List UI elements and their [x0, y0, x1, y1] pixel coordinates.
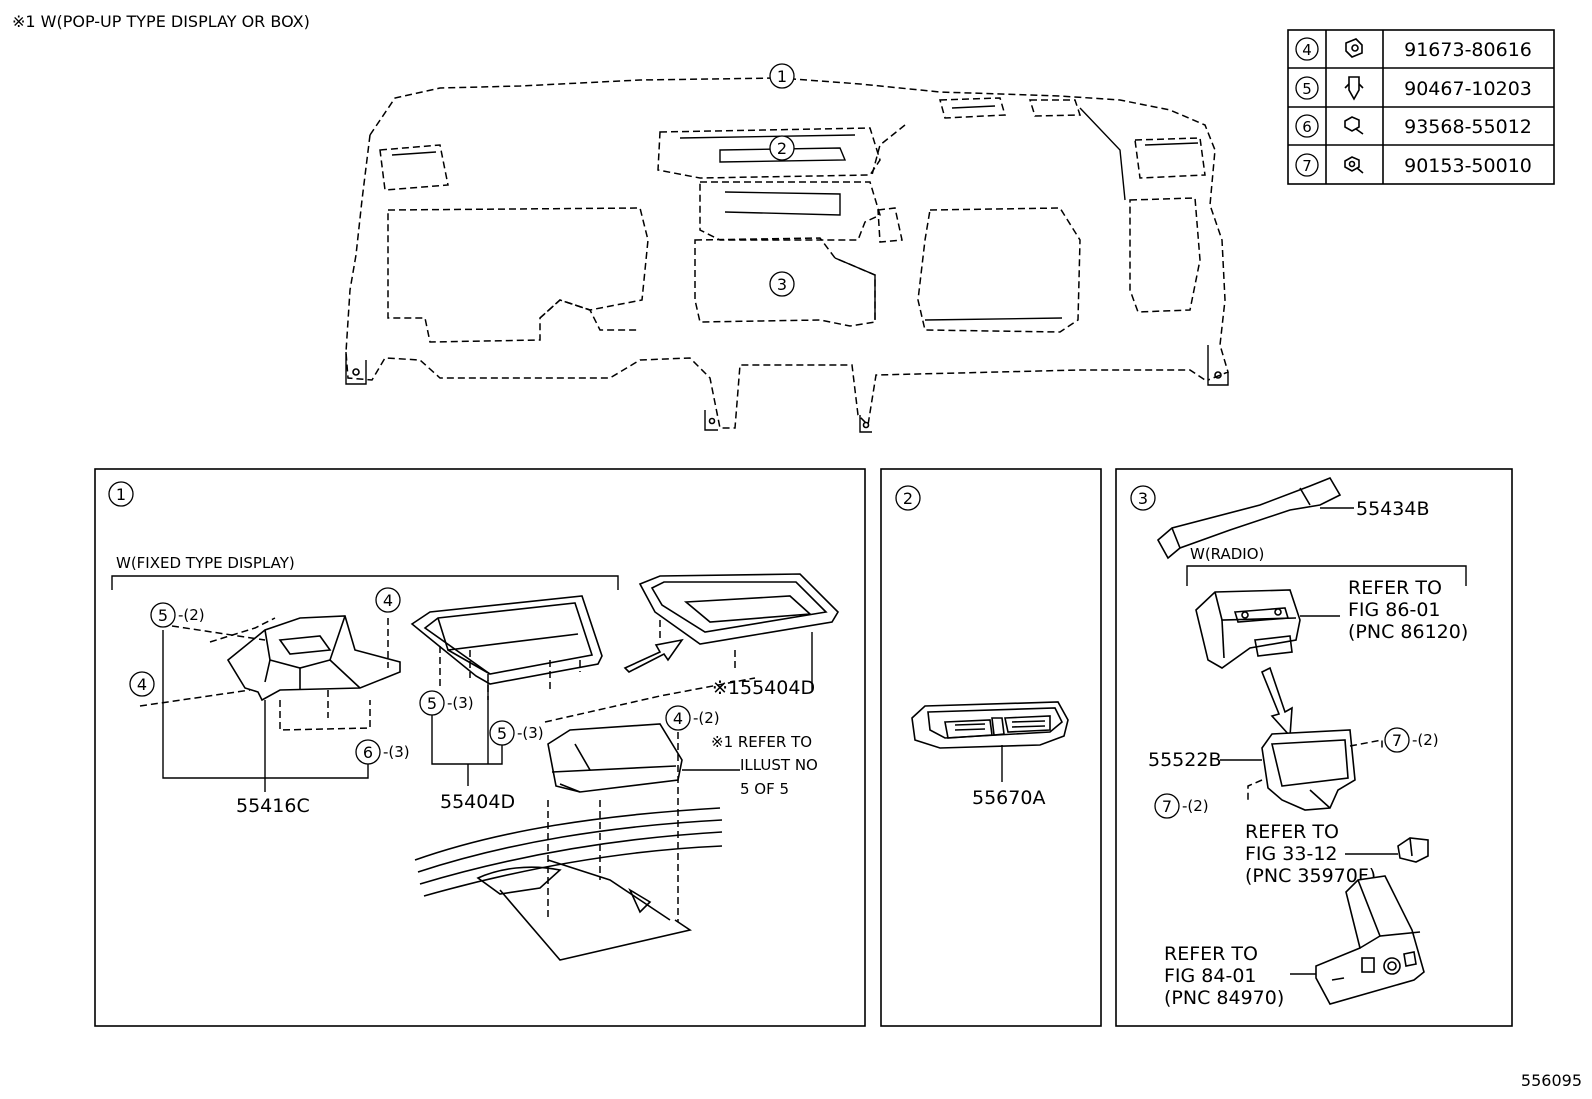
svg-text:4: 4: [383, 591, 393, 610]
svg-text:-(3): -(3): [517, 724, 544, 742]
svg-text:2: 2: [777, 139, 787, 158]
svg-text:-(2): -(2): [693, 709, 720, 727]
bracket-55416c: [226, 615, 401, 702]
fastener-row: 7 90153-50010: [1295, 153, 1532, 177]
callout-5: 5 -(2): [150, 602, 205, 628]
svg-text:-(3): -(3): [447, 694, 474, 712]
overview-callout: 1: [769, 63, 795, 89]
refer-fig-84-01: REFER TO: [1164, 943, 1258, 965]
svg-text:-(2): -(2): [1412, 731, 1439, 749]
trim-strip-55434b: [1156, 477, 1342, 560]
surround-55404d-popup: [638, 573, 840, 645]
part-55416c: 55416C: [236, 795, 310, 817]
refer-fig-86-01: (PNC 86120): [1348, 621, 1468, 643]
svg-text:5: 5: [1302, 80, 1312, 98]
surround-55404d: [410, 595, 603, 685]
dashboard-overview: [345, 77, 1229, 433]
svg-text:5: 5: [427, 694, 437, 713]
svg-text:-(2): -(2): [178, 606, 205, 624]
fastener-row: 6 93568-55012: [1295, 114, 1532, 138]
refer-illust-note: 5 OF 5: [740, 780, 789, 798]
popup-type-note: ※1 W(POP-UP TYPE DISPLAY OR BOX): [12, 12, 310, 31]
callout-6: 6 -(3): [355, 739, 410, 765]
console-panel: [1315, 875, 1425, 1005]
screw-icon: [1344, 116, 1364, 135]
panel-index: 2: [895, 485, 921, 511]
screw-icon: [1344, 156, 1364, 174]
svg-text:1: 1: [116, 485, 126, 504]
callout-5: 5 -(3): [419, 690, 474, 716]
center-vent-55670a: [911, 701, 1069, 749]
switch-connector: [1397, 837, 1429, 863]
dash-section-cutaway: [414, 807, 723, 961]
svg-text:5: 5: [158, 606, 168, 625]
callout-5: 5 -(3): [489, 720, 544, 746]
refer-fig-86-01: REFER TO: [1348, 577, 1442, 599]
clip-icon: [1344, 76, 1364, 101]
display-55522b: [1261, 729, 1356, 811]
svg-text:1: 1: [777, 67, 787, 86]
callout-7: 7 -(2): [1384, 727, 1439, 753]
svg-text:-(3): -(3): [383, 743, 410, 761]
refer-fig-84-01: FIG 84-01: [1164, 965, 1257, 987]
svg-text:2: 2: [903, 489, 913, 508]
svg-text:90467-10203: 90467-10203: [1404, 78, 1532, 100]
fastener-row: 4 91673-80616: [1295, 37, 1532, 61]
svg-text:3: 3: [777, 275, 787, 294]
refer-illust-note: ※1 REFER TO: [711, 733, 812, 751]
svg-text:4: 4: [137, 675, 147, 694]
fixed-display-label: W(FIXED TYPE DISPLAY): [116, 554, 295, 572]
radio-unit: [1195, 589, 1301, 669]
part-55404d: 55404D: [440, 791, 515, 813]
svg-text:7: 7: [1392, 731, 1402, 750]
popup-display-module: [547, 723, 683, 793]
part-55522b: 55522B: [1148, 749, 1221, 771]
overview-callout: 3: [769, 271, 795, 297]
svg-text:7: 7: [1162, 797, 1172, 816]
detail-panel-2: 2 55670A: [880, 468, 1102, 1027]
panel-index: 3: [1130, 485, 1156, 511]
callout-4: 4 -(2): [665, 705, 720, 731]
detail-panel-1: 1 W(FIXED TYPE DISPLAY) 55416C 5 -(2) 4: [94, 468, 866, 1027]
svg-text:91673-80616: 91673-80616: [1404, 39, 1532, 61]
svg-text:90153-50010: 90153-50010: [1404, 155, 1532, 177]
refer-fig-33-12: REFER TO: [1245, 821, 1339, 843]
svg-text:7: 7: [1302, 157, 1312, 175]
arrow-icon: [623, 638, 684, 673]
svg-text:-(2): -(2): [1182, 797, 1209, 815]
callout-7: 7 -(2): [1154, 793, 1209, 819]
svg-text:3: 3: [1138, 489, 1148, 508]
bolt-icon: [1345, 38, 1363, 58]
figure-code: 556095: [1521, 1071, 1582, 1090]
fastener-table: 4 91673-80616 5 90467-10203 6 93568-5501: [1287, 29, 1555, 185]
part-55404d-popup: ※155404D: [712, 677, 815, 699]
svg-text:4: 4: [1302, 41, 1312, 59]
callout-4: 4: [375, 587, 401, 613]
refer-fig-33-12: FIG 33-12: [1245, 843, 1338, 865]
svg-text:4: 4: [673, 709, 683, 728]
refer-illust-note: ILLUST NO: [740, 756, 818, 774]
part-55434b: 55434B: [1356, 498, 1429, 520]
refer-fig-33-12: (PNC 35970F): [1245, 865, 1376, 887]
refer-fig-86-01: FIG 86-01: [1348, 599, 1441, 621]
svg-text:6: 6: [363, 743, 373, 762]
fastener-row: 5 90467-10203: [1295, 76, 1532, 101]
detail-panel-3: 3 55434B W(RADIO) REFER TO FIG 86-01 (PN…: [1115, 468, 1513, 1027]
svg-text:93568-55012: 93568-55012: [1404, 116, 1532, 138]
svg-text:6: 6: [1302, 118, 1312, 136]
callout-4: 4: [129, 671, 155, 697]
overview-callout: 2: [769, 135, 795, 161]
part-55670a: 55670A: [972, 787, 1045, 809]
radio-label: W(RADIO): [1190, 545, 1264, 563]
panel-index: 1: [108, 481, 134, 507]
refer-fig-84-01: (PNC 84970): [1164, 987, 1284, 1009]
svg-text:5: 5: [497, 724, 507, 743]
arrow-icon: [1260, 666, 1293, 738]
